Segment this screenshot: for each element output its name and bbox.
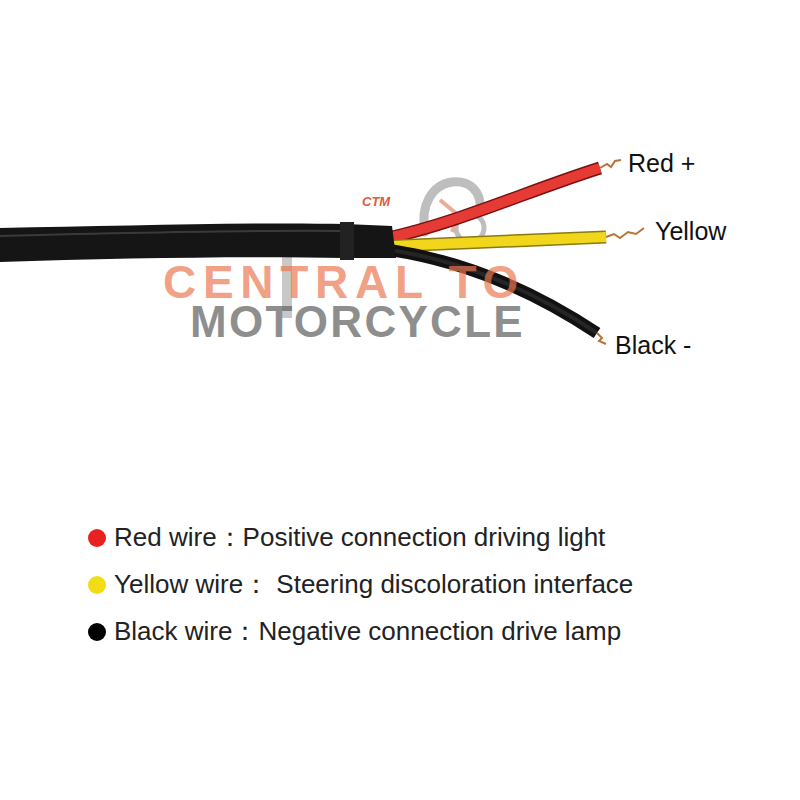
cable-jacket xyxy=(0,222,396,262)
legend-dot xyxy=(88,529,106,547)
legend-text: Black wire：Negative connection drive lam… xyxy=(114,614,621,649)
red-wire xyxy=(388,160,621,238)
legend-text: Yellow wire： Steering discoloration inte… xyxy=(114,567,633,602)
legend-row: Red wire：Positive connection driving lig… xyxy=(88,520,605,555)
legend-row: Yellow wire： Steering discoloration inte… xyxy=(88,567,633,602)
watermark: CTM xyxy=(362,195,390,209)
legend-dot xyxy=(88,623,106,641)
watermark: MOTORCYCLE xyxy=(190,298,525,346)
wire-label: Black - xyxy=(615,332,691,360)
yellow-wire xyxy=(392,228,644,246)
wire-label: Yellow xyxy=(655,218,726,246)
wire-label: Red + xyxy=(628,150,695,178)
legend-row: Black wire：Negative connection drive lam… xyxy=(88,614,621,649)
legend-dot xyxy=(88,576,106,594)
legend-text: Red wire：Positive connection driving lig… xyxy=(114,520,605,555)
